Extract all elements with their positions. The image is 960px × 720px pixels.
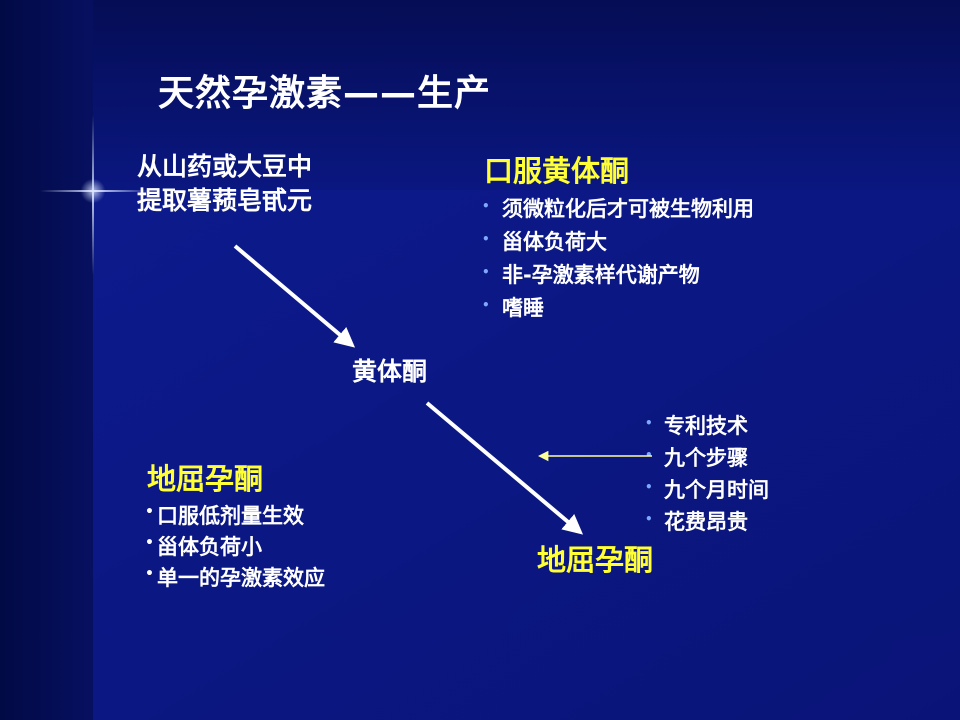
bullet-icon: • <box>645 448 653 462</box>
list-item-label: 九个步骤 <box>664 446 748 470</box>
background-main <box>93 190 960 720</box>
source-line: 从山药或大豆中 <box>137 152 313 181</box>
patent-list: • 专利技术 • 九个步骤 • 九个月时间 • 花费昂贵 <box>645 410 769 538</box>
list-item: • 专利技术 <box>645 410 769 442</box>
list-item-label: 九个月时间 <box>664 478 769 502</box>
bullet-icon: • <box>482 199 490 213</box>
list-item-label: 甾体负荷大 <box>502 230 607 254</box>
list-item: • 须微粒化后才可被生物利用 <box>482 193 754 226</box>
arrow-icon <box>233 244 356 348</box>
list-item: • 甾体负荷大 <box>482 226 754 259</box>
oral-progesterone-heading: 口服黄体酮 <box>484 154 630 188</box>
background-left-band <box>0 0 93 720</box>
list-item: •口服低剂量生效 <box>145 500 325 531</box>
oral-progesterone-list: • 须微粒化后才可被生物利用 • 甾体负荷大 • 非-孕激素样代谢产物 • 嗜睡 <box>482 193 754 325</box>
bullet-icon: • <box>482 265 490 279</box>
arrow-icon <box>425 401 584 535</box>
bullet-icon: • <box>145 504 154 520</box>
list-item: • 非-孕激素样代谢产物 <box>482 259 754 292</box>
list-item: •单一的孕激素效应 <box>145 562 325 593</box>
list-item-label: 花费昂贵 <box>664 510 748 534</box>
list-item-label: 甾体负荷小 <box>157 535 262 559</box>
list-item-label: 须微粒化后才可被生物利用 <box>502 197 754 221</box>
list-item-label: 嗜睡 <box>502 296 544 320</box>
list-item-label: 专利技术 <box>664 414 748 438</box>
bullet-icon: • <box>482 232 490 246</box>
list-item: •甾体负荷小 <box>145 531 325 562</box>
background-top-band <box>93 0 960 190</box>
source-line: 提取薯蓣皂甙元 <box>137 186 313 215</box>
bullet-icon: • <box>645 480 653 494</box>
list-item: • 九个步骤 <box>645 442 769 474</box>
list-item: • 花费昂贵 <box>645 506 769 538</box>
list-item-label: 非-孕激素样代谢产物 <box>502 263 700 287</box>
list-item: • 九个月时间 <box>645 474 769 506</box>
bullet-icon: • <box>145 566 154 582</box>
bullet-icon: • <box>482 298 490 312</box>
sparkle-decoration <box>80 179 106 203</box>
list-item-label: 单一的孕激素效应 <box>157 566 325 590</box>
list-item: • 嗜睡 <box>482 292 754 325</box>
list-item-label: 口服低剂量生效 <box>157 504 304 528</box>
dydrogesterone-list: •口服低剂量生效 •甾体负荷小 •单一的孕激素效应 <box>145 500 325 593</box>
bullet-icon: • <box>145 535 154 551</box>
source-text: 从山药或大豆中 提取薯蓣皂甙元 <box>137 150 312 218</box>
bullet-icon: • <box>645 512 653 526</box>
progesterone-label: 黄体酮 <box>352 357 428 386</box>
dydrogesterone-result-heading: 地屈孕酮 <box>537 543 654 577</box>
slide-title: 天然孕激素——生产 <box>158 73 492 114</box>
dydrogesterone-heading: 地屈孕酮 <box>147 462 264 496</box>
bullet-icon: • <box>645 416 653 430</box>
